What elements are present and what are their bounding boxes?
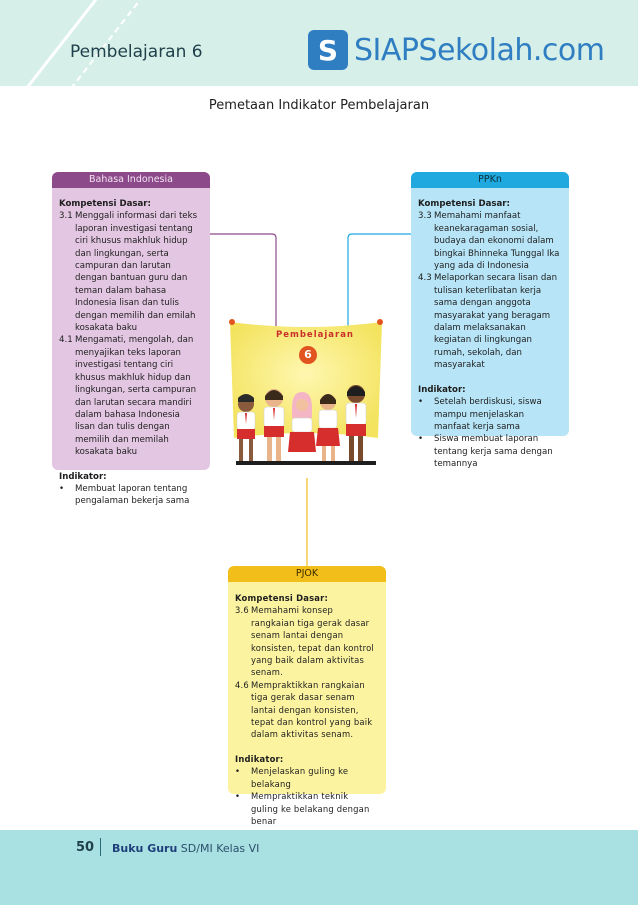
- list-item: • Menjelaskan guling ke belakang: [235, 766, 349, 789]
- kd-title: Kompetensi Dasar:: [418, 199, 510, 209]
- list-item: • Siswa membuat laporan tentang kerja sa…: [418, 434, 553, 470]
- list-item: 4.1 Mengamati, mengolah, dan menyajikan …: [59, 335, 197, 458]
- brand-name: SIAPSekolah.com: [354, 32, 605, 68]
- box-title: PPKn: [411, 172, 569, 188]
- box-title: Bahasa Indonesia: [52, 172, 210, 188]
- book-title: Buku Guru SD/MI Kelas VI: [112, 842, 260, 855]
- bahasa-indonesia-box: Bahasa Indonesia Kompetensi Dasar: 3.1 M…: [52, 172, 210, 506]
- brand-logo-icon: S: [308, 30, 348, 70]
- students-illustration: [229, 319, 383, 465]
- kd-title: Kompetensi Dasar:: [235, 593, 329, 603]
- indicator-title: Indikator:: [59, 471, 107, 482]
- kd-title: Kompetensi Dasar:: [59, 199, 151, 209]
- list-item: • Mempraktikkan teknik guling ke belakan…: [235, 791, 370, 826]
- footer-band: [0, 830, 638, 905]
- list-item: 3.1 Menggali informasi dari teks laporan…: [59, 211, 198, 334]
- list-item: 4.3 Melaporkan secara lisan dan tulisan …: [418, 273, 558, 371]
- page-heading: Pemetaan Indikator Pembelajaran: [208, 98, 430, 113]
- list-item: 3.3 Memahami manfaat keanekaragaman sosi…: [418, 211, 560, 272]
- list-item: • Membuat laporan tentang pengalaman bek…: [59, 483, 190, 507]
- banner-label: Pembelajaran: [276, 330, 354, 340]
- pjok-box: PJOK Kompetensi Dasar: 3.6 Memahami kons…: [228, 566, 386, 826]
- page-number: 50: [76, 840, 95, 855]
- box-title: PJOK: [228, 566, 386, 582]
- indicator-title: Indikator:: [235, 753, 284, 764]
- list-item: 3.6 Memahami konsep rangkaian tiga gerak…: [235, 605, 374, 678]
- banner-number: 6: [299, 346, 317, 364]
- list-item: 4.6 Mempraktikkan rangkaian tiga gerak d…: [235, 679, 373, 740]
- footer-divider: [100, 838, 101, 856]
- list-item: • Setelah berdiskusi, siswa mampu menjel…: [418, 397, 542, 432]
- chapter-title: Pembelajaran 6: [70, 42, 203, 62]
- indicator-title: Indikator:: [418, 384, 466, 395]
- brand[interactable]: S SIAPSekolah.com: [308, 28, 605, 72]
- ppkn-box: PPKn Kompetensi Dasar: 3.3 Memahami manf…: [411, 172, 569, 469]
